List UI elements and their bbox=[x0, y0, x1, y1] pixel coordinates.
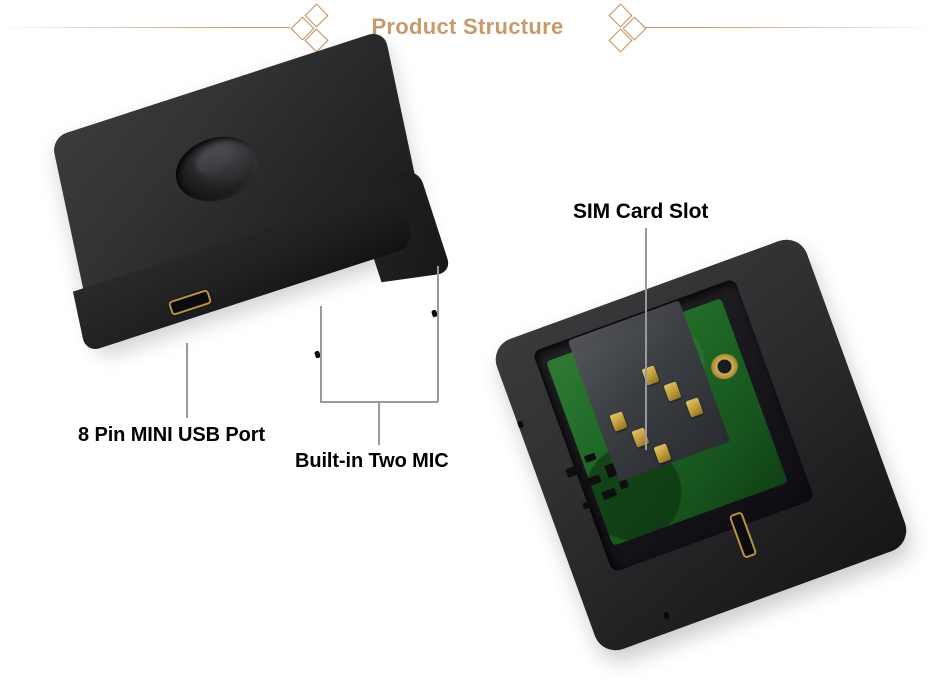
header-rule-right bbox=[645, 27, 935, 28]
leader-line-mic-stem bbox=[378, 401, 380, 445]
device-front-view bbox=[35, 29, 485, 392]
callout-sim-label: SIM Card Slot bbox=[573, 200, 709, 223]
leader-line-usb bbox=[186, 343, 188, 418]
header-rule-left bbox=[0, 27, 290, 28]
callout-mic-label: Built-in Two MIC bbox=[295, 450, 449, 472]
leader-line-mic-right bbox=[437, 266, 439, 402]
leader-line-mic-left bbox=[320, 306, 322, 402]
leader-line-sim bbox=[645, 228, 647, 450]
page-title: Product Structure bbox=[371, 14, 564, 39]
callout-usb-label: 8 Pin MINI USB Port bbox=[78, 424, 266, 446]
device-open-view bbox=[489, 233, 935, 680]
page-header: Product Structure bbox=[0, 0, 935, 56]
